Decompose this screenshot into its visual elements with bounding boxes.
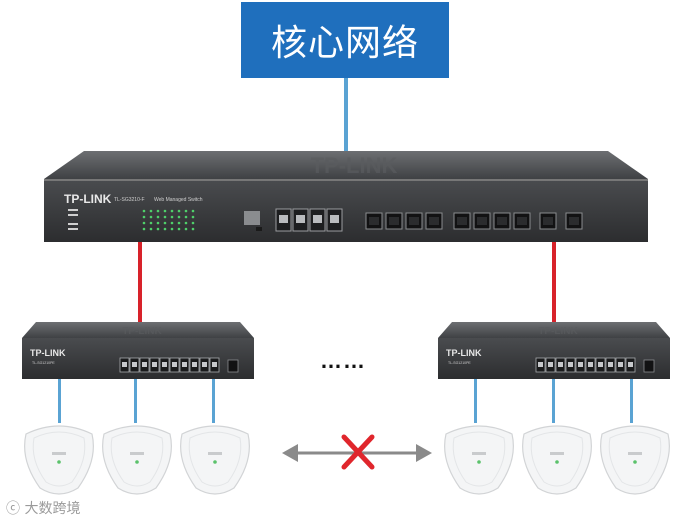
core-network-title: 核心网络 <box>241 2 449 78</box>
right-switch-model: TL-SG1210PE <box>448 361 471 365</box>
blocked-roaming-indicator <box>282 433 432 473</box>
wireless-access-point <box>98 420 176 498</box>
arrow-left-icon <box>282 444 298 462</box>
wireless-access-point <box>20 420 98 498</box>
wireless-access-point <box>518 420 596 498</box>
svg-text:TP-LINK: TP-LINK <box>538 326 578 337</box>
wireless-access-point <box>176 420 254 498</box>
svg-text:TP-LINK: TP-LINK <box>311 153 398 178</box>
left-switch-brand: TP-LINK <box>30 348 66 358</box>
right-ap3-link <box>630 379 633 423</box>
core-switch-brand: TP-LINK <box>64 192 112 206</box>
title-to-core-link <box>344 78 348 151</box>
watermark: ⓒ 大数跨境 <box>6 498 80 518</box>
left-access-switch: TP-LINK TP-LINK TL-SG1210PE <box>22 322 254 379</box>
left-switch-model: TL-SG1210PE <box>32 361 55 365</box>
core-switch-desc: Web Managed Switch <box>154 197 203 203</box>
svg-text:TP-LINK: TP-LINK <box>122 326 162 337</box>
watermark-text: 大数跨境 <box>24 501 80 517</box>
right-access-switch: TP-LINK TP-LINK TL-SG1210PE <box>438 322 670 379</box>
core-to-left-switch-link <box>138 242 142 322</box>
core-switch-sfp-ports <box>366 213 582 229</box>
right-switch-brand: TP-LINK <box>446 348 482 358</box>
core-switch-model: TL-SG3210-F <box>114 197 145 203</box>
right-ap1-link <box>474 379 477 423</box>
arrow-right-icon <box>416 444 432 462</box>
more-switches-ellipsis: …… <box>320 348 366 374</box>
wireless-access-point <box>596 420 674 498</box>
left-ap3-link <box>212 379 215 423</box>
left-ap1-link <box>58 379 61 423</box>
wireless-access-point <box>440 420 518 498</box>
watermark-logo-icon: ⓒ <box>6 501 20 517</box>
core-to-right-switch-link <box>552 242 556 322</box>
core-switch: TP-LINK TP-LINK TL-SG3210-F Web Managed … <box>44 151 648 242</box>
right-ap2-link <box>552 379 555 423</box>
left-ap2-link <box>134 379 137 423</box>
